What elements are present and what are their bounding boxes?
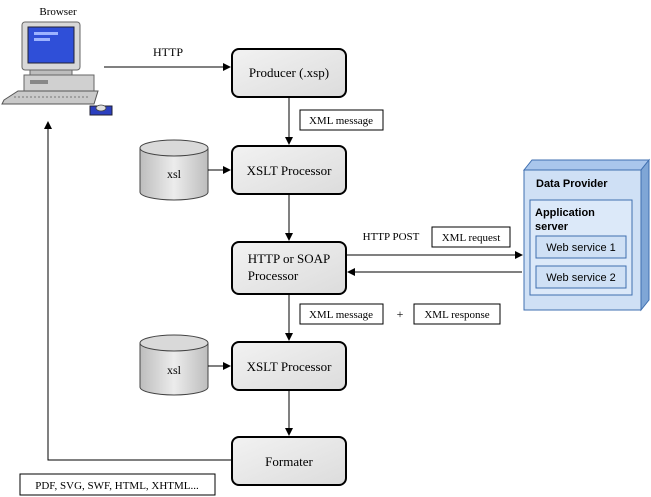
browser-label: Browser [39, 6, 77, 18]
xsl-db-1-label: xsl [167, 167, 182, 181]
web-service-1-label: Web service 1 [546, 242, 616, 254]
xml-request: XML request [442, 232, 501, 244]
xslt-processor-1-label: XSLT Processor [247, 163, 333, 178]
data-provider-title: Data Provider [536, 178, 608, 190]
xml-message-2-box [299, 303, 384, 325]
web-service-2-label: Web service 2 [546, 272, 616, 284]
xml-message-2: XML message [309, 309, 373, 321]
web-service-2-box [535, 265, 627, 289]
xml-request-box [431, 226, 511, 248]
xml-message-1: XML message [309, 115, 373, 127]
http-post-label: HTTP POST [363, 231, 420, 243]
http-label: HTTP [153, 45, 183, 59]
http-soap-label-line2: Processor [248, 268, 299, 283]
plus-sign: + [397, 307, 404, 321]
xslt-processor-2-label: XSLT Processor [247, 359, 333, 374]
xsl-database-2 [139, 334, 209, 396]
output-formats-box [19, 473, 216, 496]
xml-response: XML response [424, 309, 489, 321]
output-formats-label: PDF, SVG, SWF, HTML, XHTML... [35, 480, 199, 492]
formater-label: Formater [265, 454, 313, 469]
app-server-label-line2: server [535, 221, 569, 233]
http-soap-label-line1: HTTP or SOAP [248, 251, 331, 266]
xml-message-1-box [299, 109, 384, 131]
formater-node [231, 436, 347, 486]
xsl-db-2-label: xsl [167, 363, 182, 377]
web-service-1-box [535, 235, 627, 259]
xsl-database-1 [139, 139, 209, 201]
xml-response-box [413, 303, 501, 325]
app-server-label-line1: Application [535, 207, 595, 219]
computer-icon [1, 21, 113, 116]
arrow-output-to-browser [44, 121, 232, 461]
producer-label: Producer (.xsp) [249, 65, 329, 80]
